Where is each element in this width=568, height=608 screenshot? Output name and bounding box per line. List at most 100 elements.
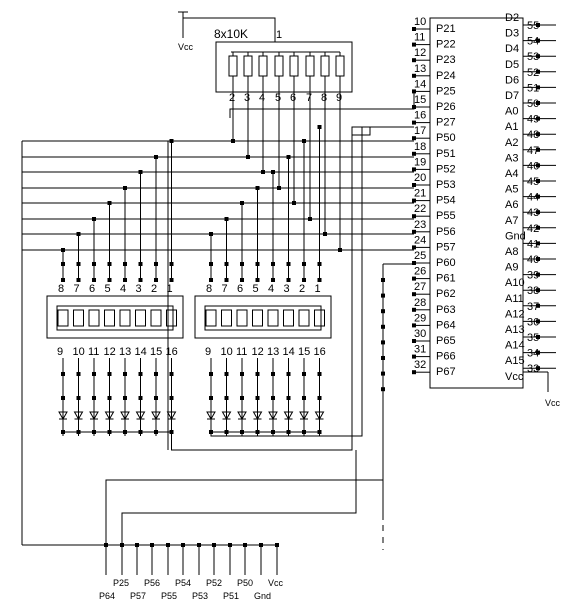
vcc-top-wire	[183, 17, 276, 42]
dip-switch-bottom-dot	[61, 396, 65, 400]
connector-left-pin-dot	[412, 307, 416, 312]
dip-switch-2-top-pin-number: 7	[222, 283, 228, 295]
dip-switch-2-actuator	[283, 309, 294, 327]
dip-switch-2-actuator	[205, 309, 217, 327]
connector-left-pin-dot	[412, 323, 416, 328]
header-pin-dot	[275, 543, 279, 547]
dip-switch-top-dot	[107, 262, 112, 266]
connector-right-pin-number: 48	[527, 129, 539, 141]
diode-icon	[314, 411, 325, 421]
connector-left-pin-name: P54	[436, 195, 456, 207]
connector-left-pin-name: P65	[436, 335, 456, 347]
dip-switch-1-actuator	[104, 309, 115, 327]
connector-right-pin-name: Vcc	[505, 371, 524, 383]
diode-output-dot	[92, 430, 96, 434]
p6x-junction	[381, 387, 385, 392]
dip-switch-top-dot	[271, 278, 275, 282]
connector-left-pin-number: 24	[414, 234, 426, 246]
vcc-right-label: Vcc	[545, 398, 561, 408]
dip-switch-1-actuator	[150, 309, 162, 327]
connector-right-pin-dot	[536, 132, 540, 137]
dip-switch-1-top-pin-number: 2	[151, 283, 157, 295]
dip-switch-bottom-dot	[302, 396, 306, 400]
dip-switch-bottom-dot	[76, 396, 81, 400]
dip-switch-top-dot	[123, 262, 127, 266]
resistor-network-pin-number: 2	[229, 92, 235, 104]
header-upper-label: Vcc	[268, 578, 284, 588]
dip-switch-2-actuator	[221, 309, 232, 327]
connector-right-pin-name: A2	[505, 137, 518, 149]
connector-right-pin-dot	[536, 272, 540, 277]
dip-switch-bottom-dot	[302, 372, 306, 376]
diode-output-dot	[76, 430, 81, 434]
dip-switch-top-dot	[209, 262, 213, 266]
dip-switch-2-body	[194, 295, 332, 339]
resistor-network-pin-number: 5	[275, 92, 281, 104]
connector-right-pin-name: A10	[505, 277, 525, 289]
connector-right-pin-name: Gnd	[505, 230, 526, 242]
connector-left-pin-name: P52	[436, 163, 456, 175]
dip-switch-top-dot	[317, 262, 322, 266]
diode-output-dot	[107, 430, 112, 434]
connector-right-pin-dot	[536, 194, 540, 199]
header-upper-label: P52	[206, 578, 222, 588]
dip-switch-1-bottom-pin-number: 13	[119, 346, 131, 358]
connector-left-pin-number: 12	[414, 47, 426, 59]
dip-switch-bottom-dot	[107, 372, 112, 376]
junction-dots	[61, 23, 540, 547]
header-pin-dot	[243, 543, 247, 547]
dip-switch-top-dot	[224, 262, 229, 266]
diode-icon	[58, 411, 68, 421]
resistor-element	[258, 55, 268, 77]
labels: 10P2111P2212P2313P2414P2515P2616P2717P50…	[57, 12, 561, 601]
connector-right-pin-number: 54	[527, 36, 539, 48]
header-lower-label: P57	[130, 591, 146, 601]
dip-switch-bottom-dot	[255, 396, 260, 400]
dip-switch-1-window	[56, 305, 174, 331]
dip-switch-top-dot	[224, 278, 229, 282]
dip-switch-bottom-dot	[154, 396, 158, 400]
dip-switch-1-bottom-pin-number: 11	[88, 346, 99, 358]
connector-right-pin-name: A13	[505, 324, 525, 336]
diode-icon	[104, 411, 115, 421]
dip-switch-2-tap-dot	[271, 170, 275, 174]
diode-icon	[206, 411, 216, 421]
connector-right-pin-dot	[536, 163, 540, 168]
connector-left-pin-number: 14	[414, 78, 426, 90]
diode-output-dot	[240, 430, 244, 434]
dip-switch-top-dot	[107, 278, 112, 282]
connector-right-pin-name: D5	[505, 59, 519, 71]
connector-left-pin-number: 23	[414, 219, 426, 231]
dip-switch-1-top-pin-number: 7	[74, 283, 80, 295]
dip-switch-2-tap-dot	[302, 139, 306, 143]
header-upper-label: P54	[175, 578, 191, 588]
connector-right-pin-name: A14	[505, 340, 525, 352]
connector-left-pin-dot	[412, 354, 416, 359]
connector-right-pin-dot	[536, 23, 540, 27]
connector-right-pin-number: 53	[527, 51, 539, 63]
dip-switch-1-top-pin-number: 6	[89, 283, 95, 295]
dip-switch-bottom-dot	[154, 372, 158, 376]
dip-switch-1-actuator	[119, 309, 131, 327]
port-row-junction	[323, 232, 327, 236]
dip-switch-1-actuator	[166, 309, 177, 327]
dip-switch-bottom-dot	[286, 372, 291, 376]
connector-right-pin-number: 46	[527, 160, 539, 172]
diode-output-dot	[302, 430, 306, 434]
connector-left-pin-name: P67	[436, 366, 456, 378]
connector-right-pin-number: 49	[527, 114, 539, 126]
connector-left-pin-number: 19	[414, 156, 426, 168]
connector-left-pin-name: P55	[436, 210, 456, 222]
connector-right-pin-number: 51	[527, 82, 539, 94]
connector-left-pin-dot	[412, 183, 416, 187]
connector-right-pin-dot	[536, 54, 540, 59]
diode-icon	[283, 411, 294, 421]
dip-switch-1-top-pin-number: 3	[136, 283, 142, 295]
connector-right-pin-name: A5	[505, 184, 518, 196]
p6x-junction	[381, 324, 385, 329]
header-upper-label: P56	[144, 578, 160, 588]
header-pin-dot	[135, 543, 139, 547]
dip-switch-1-actuator	[88, 309, 100, 327]
diode-output-dot	[154, 430, 158, 434]
